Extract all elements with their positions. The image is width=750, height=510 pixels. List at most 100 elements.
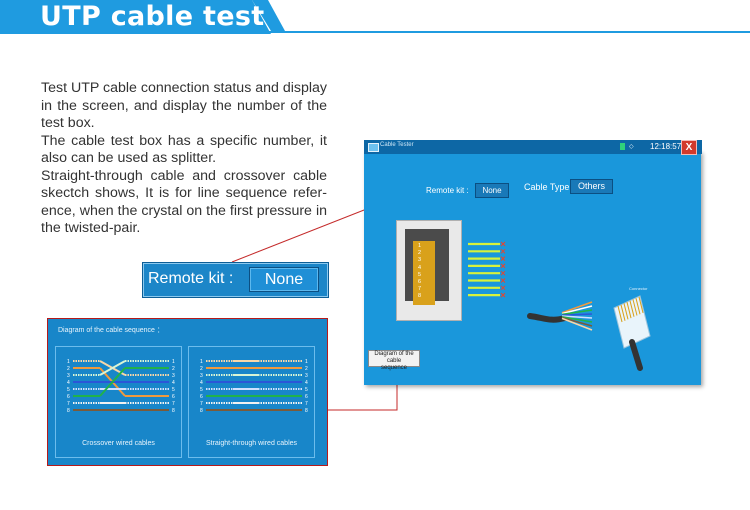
pin-result-mark-b-3 — [500, 256, 506, 261]
rj45-pin-number-3: 3 — [418, 257, 422, 264]
app-title: Cable Tester — [380, 142, 414, 148]
cable-wire-4 — [561, 313, 593, 316]
crossover-caption: Crossover wired cables — [82, 440, 155, 447]
battery-icon — [620, 143, 625, 150]
description-paragraph-1: Test UTP cable connection status and dis… — [41, 80, 328, 131]
pin-result-mark-b-6 — [500, 278, 506, 283]
banner-slant — [252, 0, 285, 34]
rj45-pin-number-4: 4 — [418, 264, 422, 271]
crossover-right-pin-3: 3 — [172, 373, 175, 379]
crossover-right-pin-2: 2 — [172, 366, 175, 372]
straight-right-pin-3: 3 — [305, 373, 308, 379]
crossover-right-pin-7: 7 — [172, 401, 175, 407]
straight-right-pin-4: 4 — [305, 380, 308, 386]
straight-left-pin-7: 7 — [200, 401, 203, 407]
straight-through-diagram: Straight-through wired cables — [188, 346, 315, 458]
crossover-wire-mid-3 — [99, 360, 126, 376]
straight-right-pin-5: 5 — [305, 387, 308, 393]
rj45-plug-contact-7 — [635, 298, 641, 315]
rj45-plug-contact-3 — [623, 303, 629, 320]
cable-wire-7 — [561, 316, 593, 327]
crossover-diagram: Crossover wired cables — [55, 346, 182, 458]
signal-icon: ◇ — [629, 144, 634, 150]
rj45-plug-contact-5 — [629, 300, 635, 317]
straight-left-pin-8: 8 — [200, 408, 203, 414]
crossover-left-pin-3: 3 — [67, 373, 70, 379]
crossover-left-pin-1: 1 — [67, 359, 70, 365]
cable-wire-3 — [561, 309, 593, 316]
crossover-left-pin-2: 2 — [67, 366, 70, 372]
rj45-pins — [413, 241, 435, 305]
straight-right-pin-1: 1 — [305, 359, 308, 365]
remote-kit-callout: Remote kit : None — [142, 262, 329, 298]
close-button[interactable]: X — [681, 140, 697, 155]
device-title-bar: Cable Tester ◇ 12:18:57 X — [364, 140, 702, 155]
rj45-pin-number-6: 6 — [418, 279, 422, 285]
straight-right-pin-7: 7 — [305, 401, 308, 407]
device-remote-label: Remote kit : — [426, 186, 469, 195]
straight-left-pin-6: 6 — [200, 394, 203, 400]
app-icon — [368, 143, 379, 152]
rj45-plug-contact-1 — [617, 305, 623, 323]
cable-wire-6 — [561, 316, 593, 323]
crossover-left-pin-4: 4 — [67, 380, 70, 386]
cable-wire-5 — [561, 315, 593, 319]
description-text: Test UTP cable connection status and dis… — [41, 80, 327, 238]
rj45-plug-contact-6 — [632, 299, 638, 316]
cable-type-value: Others — [570, 179, 613, 194]
rj45-pin-number-7: 7 — [418, 286, 422, 293]
cable-wire-2 — [561, 305, 593, 315]
rj45-plug-body — [613, 295, 651, 349]
banner-bar — [0, 0, 252, 34]
crossover-right-pin-4: 4 — [172, 380, 175, 386]
cable-sequence-panel: Diagram of the cable sequence ： Crossove… — [47, 318, 328, 466]
cable-wire-1 — [561, 301, 593, 314]
straight-right-pin-8: 8 — [305, 408, 308, 414]
device-remote-value: None — [475, 183, 509, 198]
cable-type-label: Cable Type : — [524, 182, 575, 192]
cable-sequence-button[interactable]: Diagram of the cable sequence — [368, 350, 420, 371]
rj45-plug-contact-2 — [620, 304, 626, 321]
cable-sequence-button-line2: sequence — [380, 365, 408, 371]
straight-left-pin-3: 3 — [200, 373, 203, 379]
cable-wire-8 — [561, 317, 593, 331]
crossover-right-pin-5: 5 — [172, 387, 175, 393]
crossover-right-pin-6: 6 — [172, 394, 175, 400]
straight-through-caption: Straight-through wired cables — [205, 440, 298, 447]
rj45-pin-number-5: 5 — [418, 271, 422, 278]
cable-sequence-heading: Diagram of the cable sequence ： — [58, 327, 164, 334]
remote-kit-label: Remote kit : — [148, 270, 234, 287]
crossover-left-pin-7: 7 — [67, 401, 70, 407]
banner-rule — [252, 31, 750, 33]
straight-left-pin-2: 2 — [200, 366, 203, 372]
straight-left-pin-5: 5 — [200, 387, 203, 393]
straight-right-pin-6: 6 — [305, 394, 308, 400]
straight-left-pin-1: 1 — [200, 359, 203, 365]
pin-result-mark-b-1 — [500, 241, 506, 247]
rj45-pin-number-8: 8 — [418, 293, 422, 300]
crossover-left-pin-8: 8 — [67, 408, 70, 414]
clock: 12:18:57 — [650, 142, 682, 151]
pin-result-mark-b-2 — [500, 248, 506, 254]
pin-result-mark-b-4 — [500, 263, 506, 269]
page-title: UTP cable test — [40, 1, 265, 32]
rj45-pin-number-1: 1 — [418, 243, 422, 249]
header-banner: UTP cable test — [0, 0, 750, 34]
rj45-plug-contact-4 — [626, 301, 632, 319]
rj45-pin-number-2: 2 — [418, 250, 422, 257]
pin-result-mark-b-5 — [500, 270, 506, 276]
crossover-right-pin-1: 1 — [172, 359, 175, 365]
crossover-left-pin-5: 5 — [67, 387, 70, 393]
pin-result-mark-b-7 — [500, 285, 506, 291]
cable-jacket — [527, 313, 568, 323]
remote-kit-value: None — [249, 267, 319, 292]
connector-label: Connector — [629, 286, 648, 291]
rj45-plug-contact-8 — [638, 296, 644, 314]
crossover-right-pin-8: 8 — [172, 408, 175, 414]
pin-result-mark-b-8 — [500, 292, 506, 298]
straight-left-pin-4: 4 — [200, 380, 203, 386]
description-paragraph-3: Straight-through cable and crossover cab… — [41, 167, 327, 237]
straight-right-pin-2: 2 — [305, 366, 308, 372]
